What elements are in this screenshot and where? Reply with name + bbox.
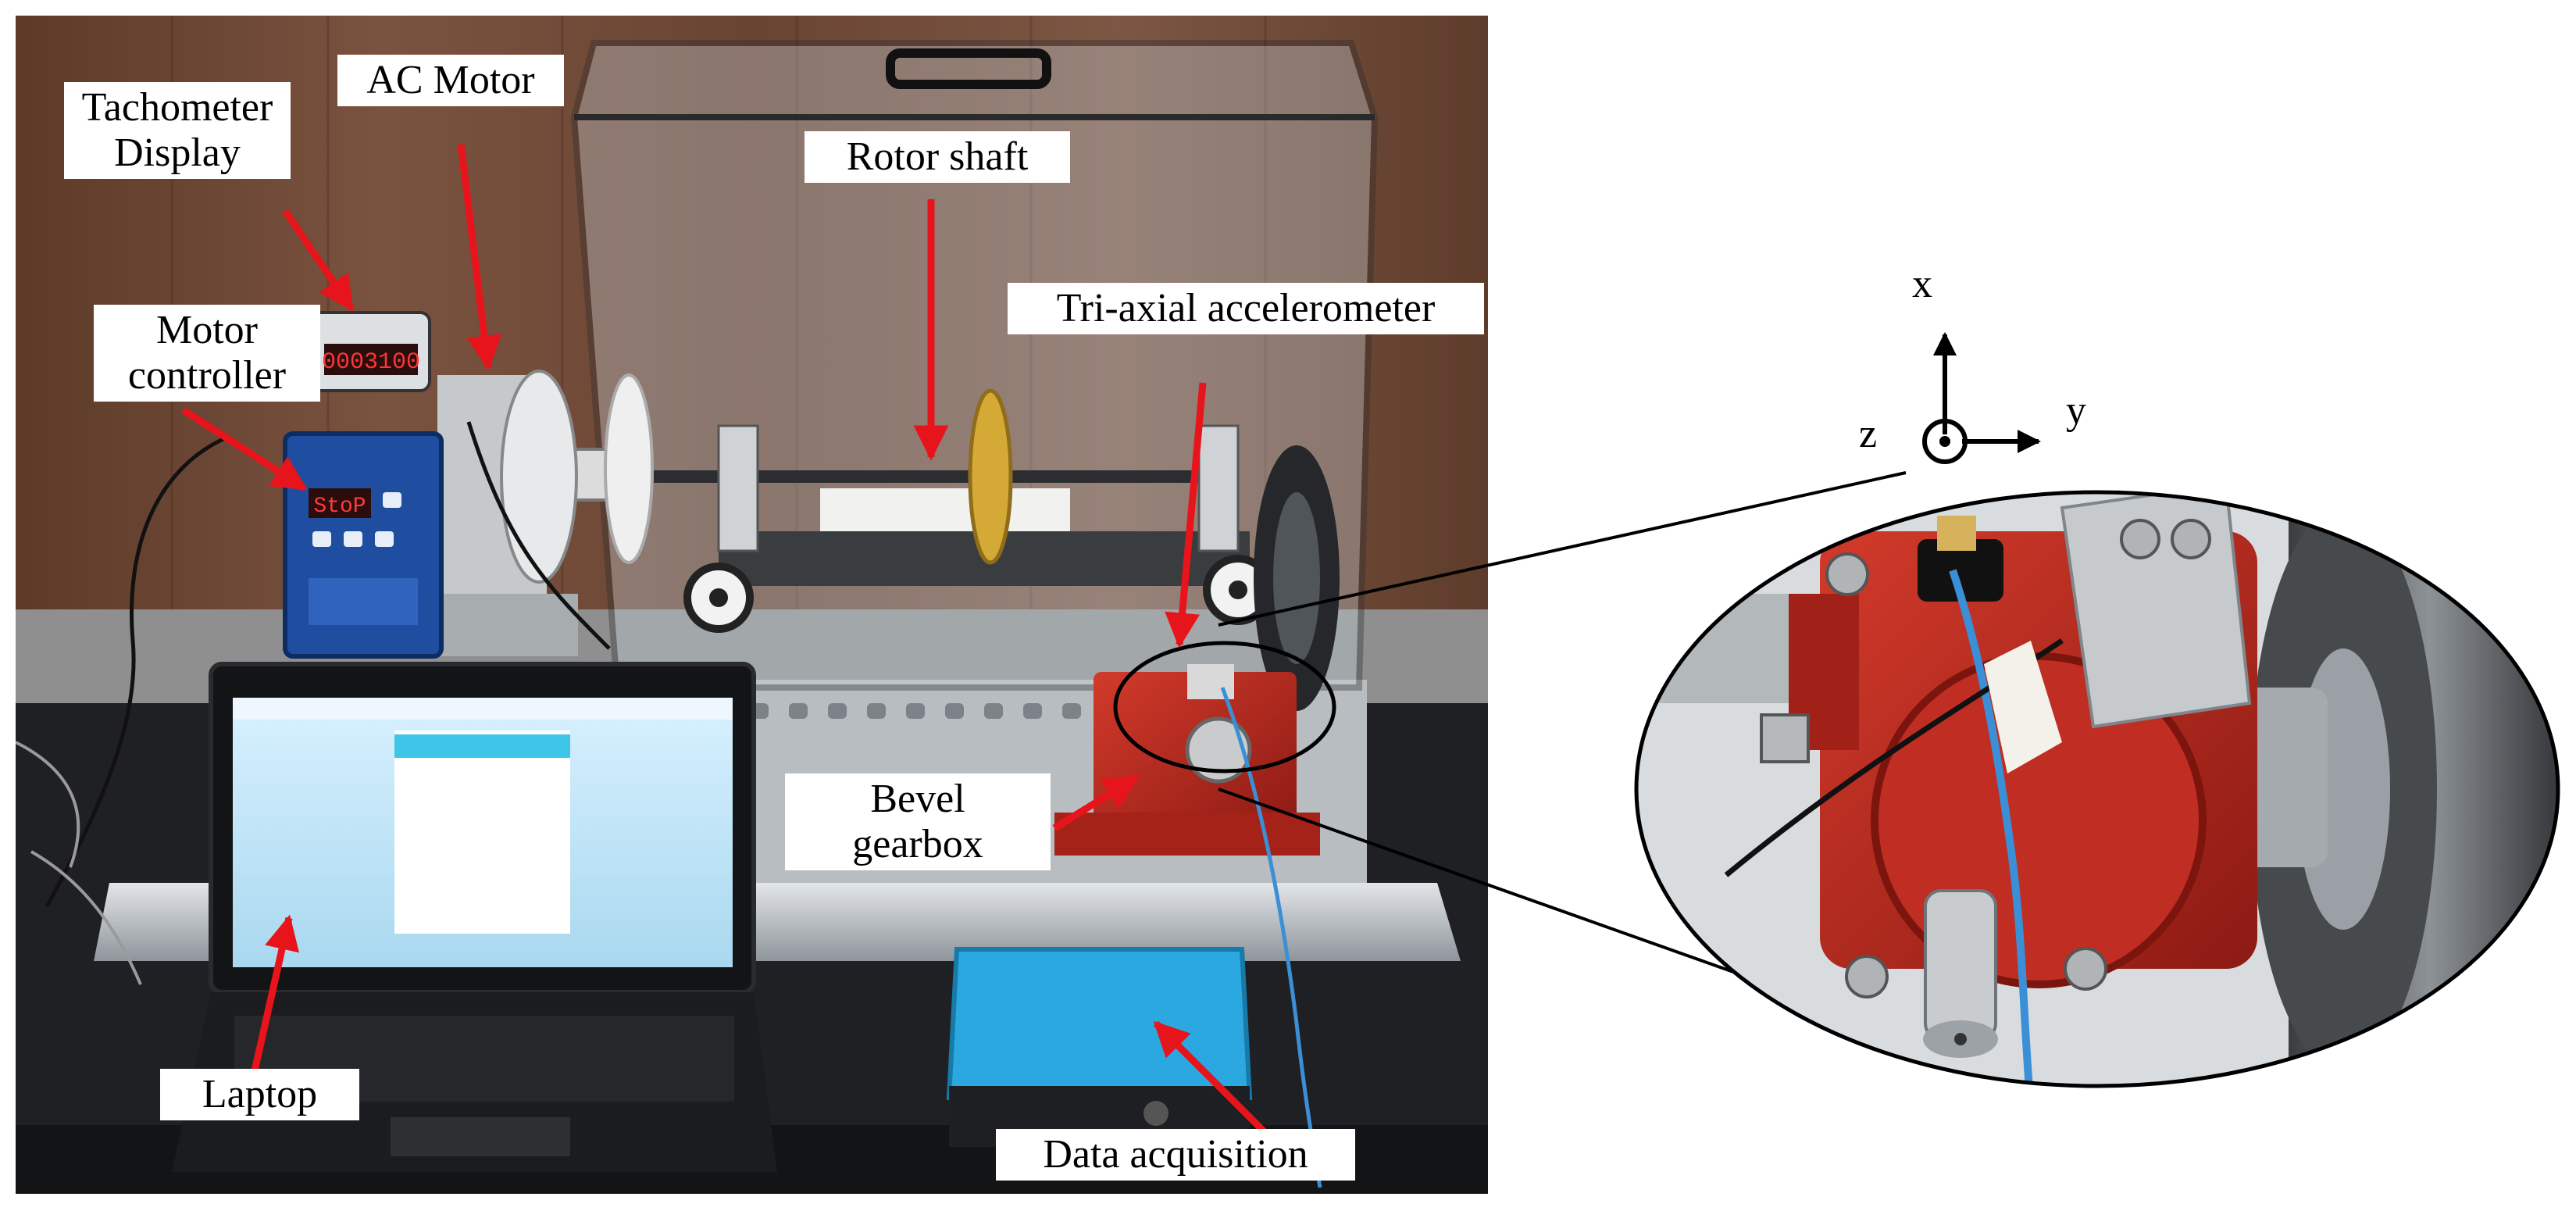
label-bevel-gearbox: Bevel gearbox (785, 773, 1051, 871)
label-data-acquisition-text: Data acquisition (1043, 1132, 1308, 1177)
arrow-accelerometer (1165, 382, 1207, 648)
label-motor-controller-line2: controller (127, 353, 287, 398)
rotor-disc (968, 388, 1013, 565)
label-rotor-shaft-text: Rotor shaft (846, 134, 1029, 179)
arrow-tachometer (282, 209, 355, 312)
controller-reading: StoP (313, 495, 366, 519)
main-photo: 0003100 StoP (16, 16, 1488, 1194)
rotor-shaft-graphic (640, 470, 1234, 483)
label-tri-axial-accelerometer: Tri-axial accelerometer (1008, 283, 1484, 335)
acrylic-cover (570, 40, 1379, 691)
axis-z-label: z (1859, 412, 1878, 456)
axis-y-label: y (2066, 388, 2086, 433)
arrow-ac-motor (457, 144, 502, 371)
label-data-acquisition: Data acquisition (996, 1129, 1355, 1181)
coordinate-axes (1922, 332, 2041, 464)
zoom-inset-border (1634, 490, 2560, 1088)
bevel-gearbox-graphic (1054, 664, 1320, 856)
z-axis-circle (1922, 419, 1968, 464)
tachometer-graphic: 0003100 (311, 311, 431, 392)
label-bevel-gearbox-line2: gearbox (852, 822, 983, 867)
pulley-graphic (1254, 445, 1340, 711)
label-tachometer-display: Tachometer Display (64, 82, 291, 180)
axis-x-label: x (1912, 262, 1932, 306)
label-tachometer-line1: Tachometer (81, 85, 273, 130)
callout-arrows (181, 144, 1268, 1136)
focus-ellipse (1113, 641, 1336, 773)
tachometer-reading: 0003100 (322, 349, 420, 376)
label-ac-motor-text: AC Motor (366, 58, 535, 102)
label-bevel-gearbox-line1: Bevel (870, 777, 965, 821)
ac-motor-graphic (391, 370, 654, 656)
arrow-bevel-gearbox (1052, 774, 1140, 831)
label-ac-motor: AC Motor (337, 55, 564, 107)
label-accelerometer-text: Tri-axial accelerometer (1056, 286, 1436, 330)
motor-controller-graphic: StoP (283, 431, 444, 659)
label-motor-controller: Motor controller (94, 305, 320, 402)
label-rotor-shaft: Rotor shaft (805, 131, 1070, 184)
label-laptop-text: Laptop (202, 1072, 318, 1116)
daq-graphic (946, 947, 1253, 1147)
arrow-daq (1153, 1020, 1268, 1136)
label-tachometer-line2: Display (114, 130, 241, 176)
label-motor-controller-line1: Motor (156, 308, 258, 352)
arrow-motor-controller (181, 407, 308, 491)
label-laptop: Laptop (160, 1069, 359, 1121)
arrow-laptop (250, 914, 300, 1075)
